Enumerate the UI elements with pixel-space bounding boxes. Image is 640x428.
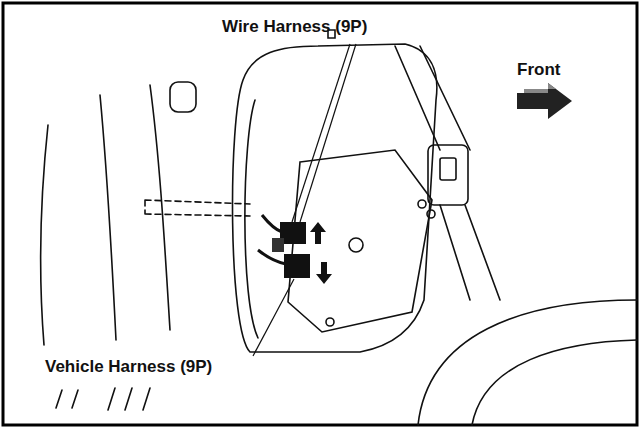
direction-arrows <box>310 222 332 284</box>
part-label: Vehicle Harness (9P) <box>45 357 212 377</box>
frame-border <box>3 3 637 425</box>
direction-label: Front <box>517 60 560 80</box>
front-arrow <box>517 83 572 119</box>
leader-lines <box>253 44 356 356</box>
part-label: Wire Harness (9P) <box>222 17 367 37</box>
harness-connectors <box>258 215 310 278</box>
interior-lines <box>41 30 637 425</box>
